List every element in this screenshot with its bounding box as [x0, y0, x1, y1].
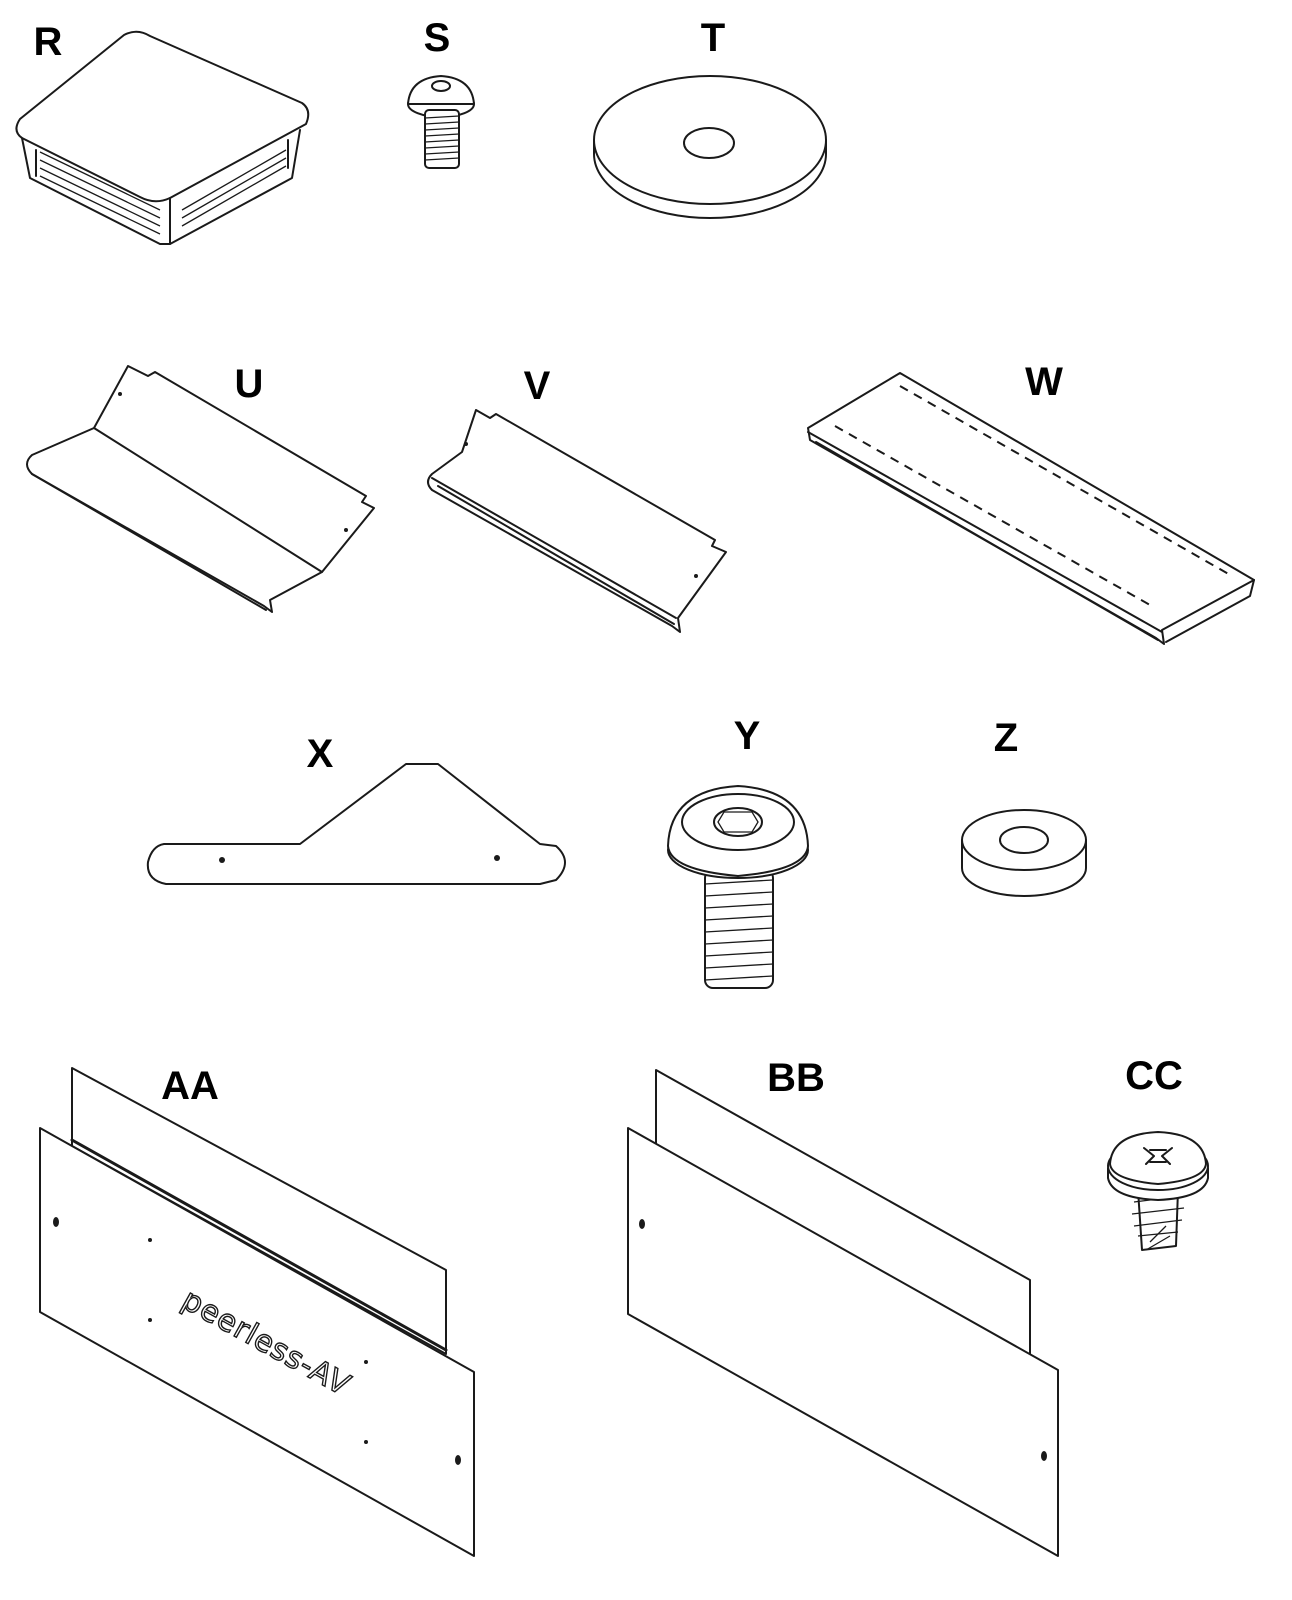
- part-label-t: T: [700, 16, 726, 60]
- part-label-bb: BB: [767, 1056, 825, 1100]
- part-label-s: S: [423, 16, 451, 60]
- part-label-w: W: [1025, 360, 1063, 404]
- phillips-screw-cc-icon: [1107, 1131, 1209, 1251]
- part-label-z: Z: [993, 716, 1019, 760]
- part-label-v: V: [523, 364, 551, 408]
- end-cap-r-icon: [15, 30, 310, 245]
- cover-plate-v-icon: [427, 409, 727, 633]
- small-screw-s-icon: [407, 75, 475, 169]
- cover-plate-u-icon: [26, 365, 375, 613]
- part-label-u: U: [234, 362, 264, 406]
- panel-bb-icon: [627, 1069, 1059, 1557]
- part-label-y: Y: [733, 714, 761, 758]
- channel-cover-w-icon: [807, 372, 1255, 645]
- part-label-aa: AA: [161, 1064, 219, 1108]
- part-label-x: X: [306, 732, 334, 776]
- panel-aa-icon: peerless-AV: [39, 1067, 475, 1557]
- washer-t-icon: [593, 75, 827, 219]
- part-label-r: R: [33, 20, 63, 64]
- bracket-x-icon: [146, 763, 566, 885]
- large-screw-y-icon: [667, 785, 809, 989]
- part-label-cc: CC: [1125, 1054, 1183, 1098]
- spacer-z-icon: [961, 809, 1087, 897]
